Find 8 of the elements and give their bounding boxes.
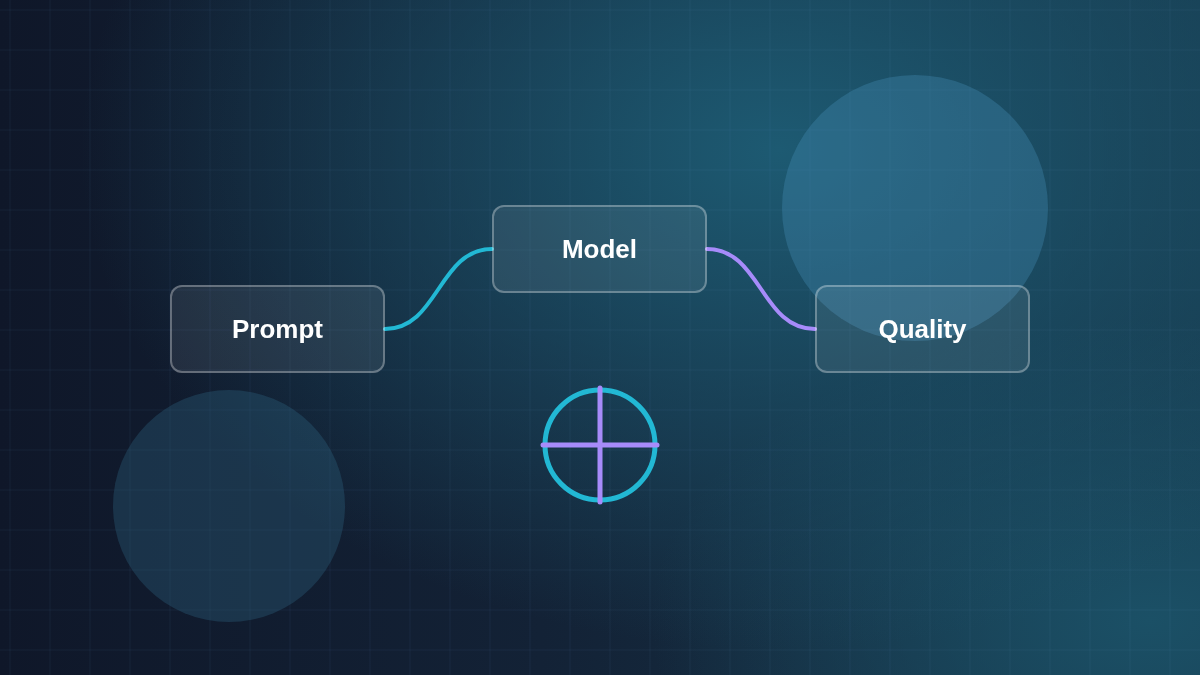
node-label: Model: [561, 233, 638, 265]
process-box: [170, 285, 385, 373]
node-label: Prompt: [232, 313, 323, 345]
process-box: [815, 285, 1030, 373]
connector-line: [705, 247, 817, 331]
connector-line: [383, 247, 494, 331]
process-box: [492, 205, 707, 293]
node-label: Quality: [878, 313, 967, 345]
